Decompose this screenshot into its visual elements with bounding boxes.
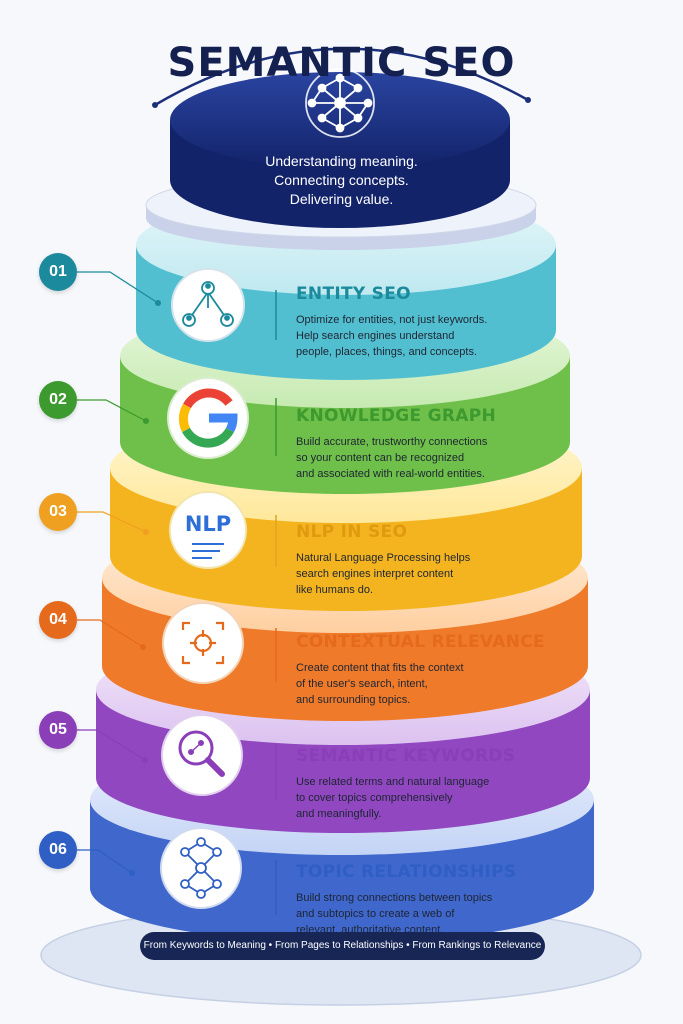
tier-4-title: CONTEXTUAL RELEVANCE — [296, 632, 545, 652]
brain-network-icon — [305, 68, 375, 138]
top-tagline: Understanding meaning. Connecting concep… — [265, 153, 418, 207]
tier-1-title: ENTITY SEO — [296, 284, 411, 304]
tier-3-number: 03 — [39, 493, 77, 531]
google-g-icon — [178, 388, 238, 448]
footer-band: From Keywords to Meaning • From Pages to… — [140, 932, 545, 960]
tier-2-number: 02 — [39, 381, 77, 419]
page-title: SEMANTIC SEO — [167, 40, 516, 86]
tier-3-text: NLP IN SEO Natural Language Processing h… — [296, 522, 566, 598]
tier-6-number: 06 — [39, 831, 77, 869]
tier-4-number: 04 — [39, 601, 77, 639]
tier-1-text: ENTITY SEO Optimize for entities, not ju… — [296, 284, 566, 360]
tier-6-title: TOPIC RELATIONSHIPS — [296, 862, 517, 882]
tier-6-text: TOPIC RELATIONSHIPS Build strong connect… — [296, 862, 566, 938]
topic-network-icon — [180, 837, 222, 899]
title-arc — [154, 47, 529, 107]
tier-5-text: SEMANTIC KEYWORDS Use related terms and … — [296, 746, 566, 822]
magnifier-icon — [178, 730, 225, 777]
tier-5-number: 05 — [39, 711, 77, 749]
tier-5-title: SEMANTIC KEYWORDS — [296, 746, 516, 766]
target-frame-icon — [181, 621, 225, 665]
tier-4-text: CONTEXTUAL RELEVANCE Create content that… — [296, 632, 566, 708]
tier-2-title: KNOWLEDGE GRAPH — [296, 406, 497, 426]
nlp-icon-label: NLP — [184, 512, 232, 536]
tier-2-text: KNOWLEDGE GRAPH Build accurate, trustwor… — [296, 406, 566, 482]
tier-1-desc: Optimize for entities, not just keywords… — [296, 314, 488, 358]
nlp-text-icon — [192, 543, 224, 559]
tier-3-title: NLP IN SEO — [296, 522, 408, 542]
tier-1-number: 01 — [39, 253, 77, 291]
entity-network-icon — [182, 281, 234, 327]
